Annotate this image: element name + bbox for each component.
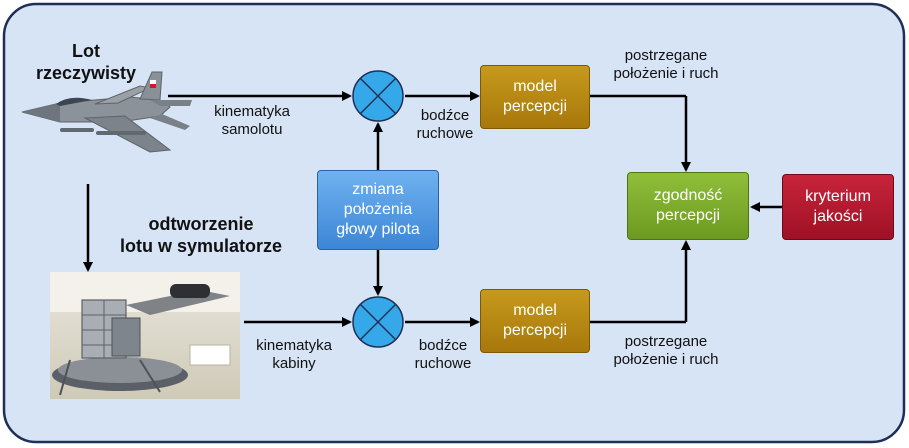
zmiana-polozenia-glowy: zmiana położenia głowy pilota [317, 170, 439, 250]
label-bodzce-top: bodźce ruchowe [405, 107, 485, 143]
kryterium-line2: jakości [813, 208, 863, 225]
flight-simulator-image [50, 272, 240, 399]
label-bodzce-top-line2: ruchowe [416, 125, 474, 142]
label-postrzegane-top-line2: położenie i ruch [613, 65, 719, 82]
model-percepcji-top: model percepcji [480, 65, 590, 129]
zmiana-line1: zmiana [352, 181, 404, 198]
model-percepcji-bottom-line2: percepcji [502, 322, 568, 339]
label-kinematyka-samolotu-line2: samolotu [221, 121, 283, 138]
label-postrzegane-top-line1: postrzegane [624, 47, 708, 64]
label-lot-rzeczywisty-line1: Lot [72, 41, 100, 61]
label-kinematyka-kabiny-line2: kabiny [272, 355, 316, 372]
fighter-jet-image [21, 71, 192, 153]
model-percepcji-top-line2: percepcji [502, 98, 568, 115]
label-kinematyka-kabiny-line1: kinematyka [256, 337, 332, 354]
arrows [83, 91, 782, 327]
label-kinematyka-kabiny: kinematyka kabiny [244, 337, 344, 373]
label-postrzegane-bottom-line2: położenie i ruch [613, 351, 719, 368]
label-bodzce-top-line1: bodźce [420, 107, 470, 124]
label-postrzegane-top: postrzegane położenie i ruch [596, 47, 736, 83]
model-percepcji-bottom: model percepcji [480, 289, 590, 353]
label-postrzegane-bottom: postrzegane położenie i ruch [596, 333, 736, 369]
label-odtworzenie: odtworzenie lotu w symulatorze [96, 213, 306, 257]
kryterium-line1: kryterium [805, 188, 871, 205]
label-bodzce-bottom-line1: bodźce [418, 337, 468, 354]
zmiana-line3: głowy pilota [336, 221, 420, 238]
label-bodzce-bottom-line2: ruchowe [414, 355, 472, 372]
kryterium-jakosci: kryterium jakości [782, 174, 894, 240]
summing-junction-bottom [352, 296, 404, 348]
zmiana-line2: położenia [343, 201, 413, 218]
label-postrzegane-bottom-line1: postrzegane [624, 333, 708, 350]
label-lot-rzeczywisty: Lot rzeczywisty [26, 40, 146, 84]
label-odtworzenie-line2: lotu w symulatorze [119, 236, 283, 256]
zgodnosc-line1: zgodność [653, 187, 723, 204]
zgodnosc-line2: percepcji [655, 207, 721, 224]
label-kinematyka-samolotu: kinematyka samolotu [192, 103, 312, 139]
label-bodzce-bottom: bodźce ruchowe [398, 337, 488, 373]
summing-junction-top [352, 70, 404, 122]
label-odtworzenie-line1: odtworzenie [148, 214, 254, 234]
model-percepcji-bottom-line1: model [513, 302, 557, 319]
model-percepcji-top-line1: model [513, 78, 557, 95]
zgodnosc-percepcji: zgodność percepcji [627, 172, 749, 240]
label-lot-rzeczywisty-line2: rzeczywisty [35, 63, 137, 83]
label-kinematyka-samolotu-line1: kinematyka [214, 103, 290, 120]
